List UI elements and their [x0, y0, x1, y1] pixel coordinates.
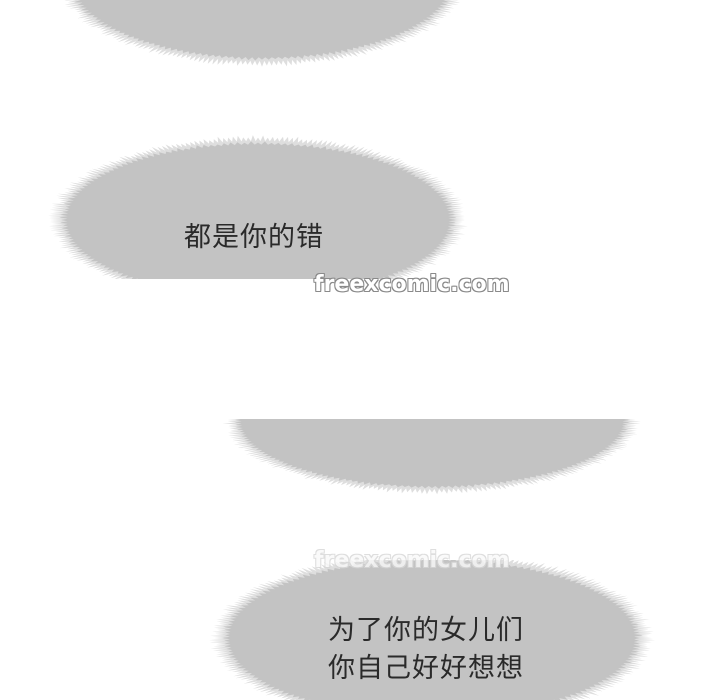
- dialogue-text-2-line-2: 你自己好好想想: [328, 653, 524, 684]
- watermark-text: freexcomic.com: [314, 272, 510, 297]
- dialogue-text-1: 都是你的错: [184, 222, 324, 253]
- speech-bubble-2: [209, 560, 656, 700]
- speech-bubble-1: [48, 135, 468, 279]
- watermark-text-faded: freexcomic.com: [314, 548, 510, 573]
- speech-bubble-top: [64, 0, 461, 67]
- speech-bubble-middle: [222, 419, 641, 495]
- dialogue-text-2-line-1: 为了你的女儿们: [328, 615, 524, 646]
